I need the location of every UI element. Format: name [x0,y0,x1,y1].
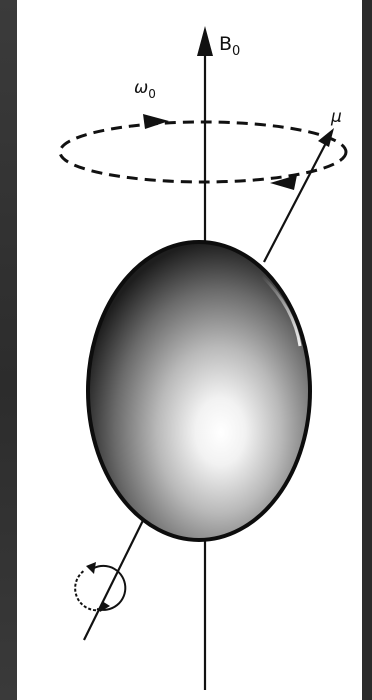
moment-label: μ [330,107,342,127]
field-label-subscript: 0 [232,44,240,59]
moment-vector-line [264,141,327,262]
precession-label-main: ω [134,78,148,98]
orbit-arrow-top-icon [143,114,169,129]
field-label: B0 [219,33,240,59]
precession-label-subscript: 0 [148,87,156,101]
precession-frequency-label: ω0 [134,78,156,101]
nucleus-sphere [88,242,310,540]
field-arrow-head-icon [197,26,213,56]
field-label-main: B [219,33,232,55]
precession-orbit [60,122,346,182]
